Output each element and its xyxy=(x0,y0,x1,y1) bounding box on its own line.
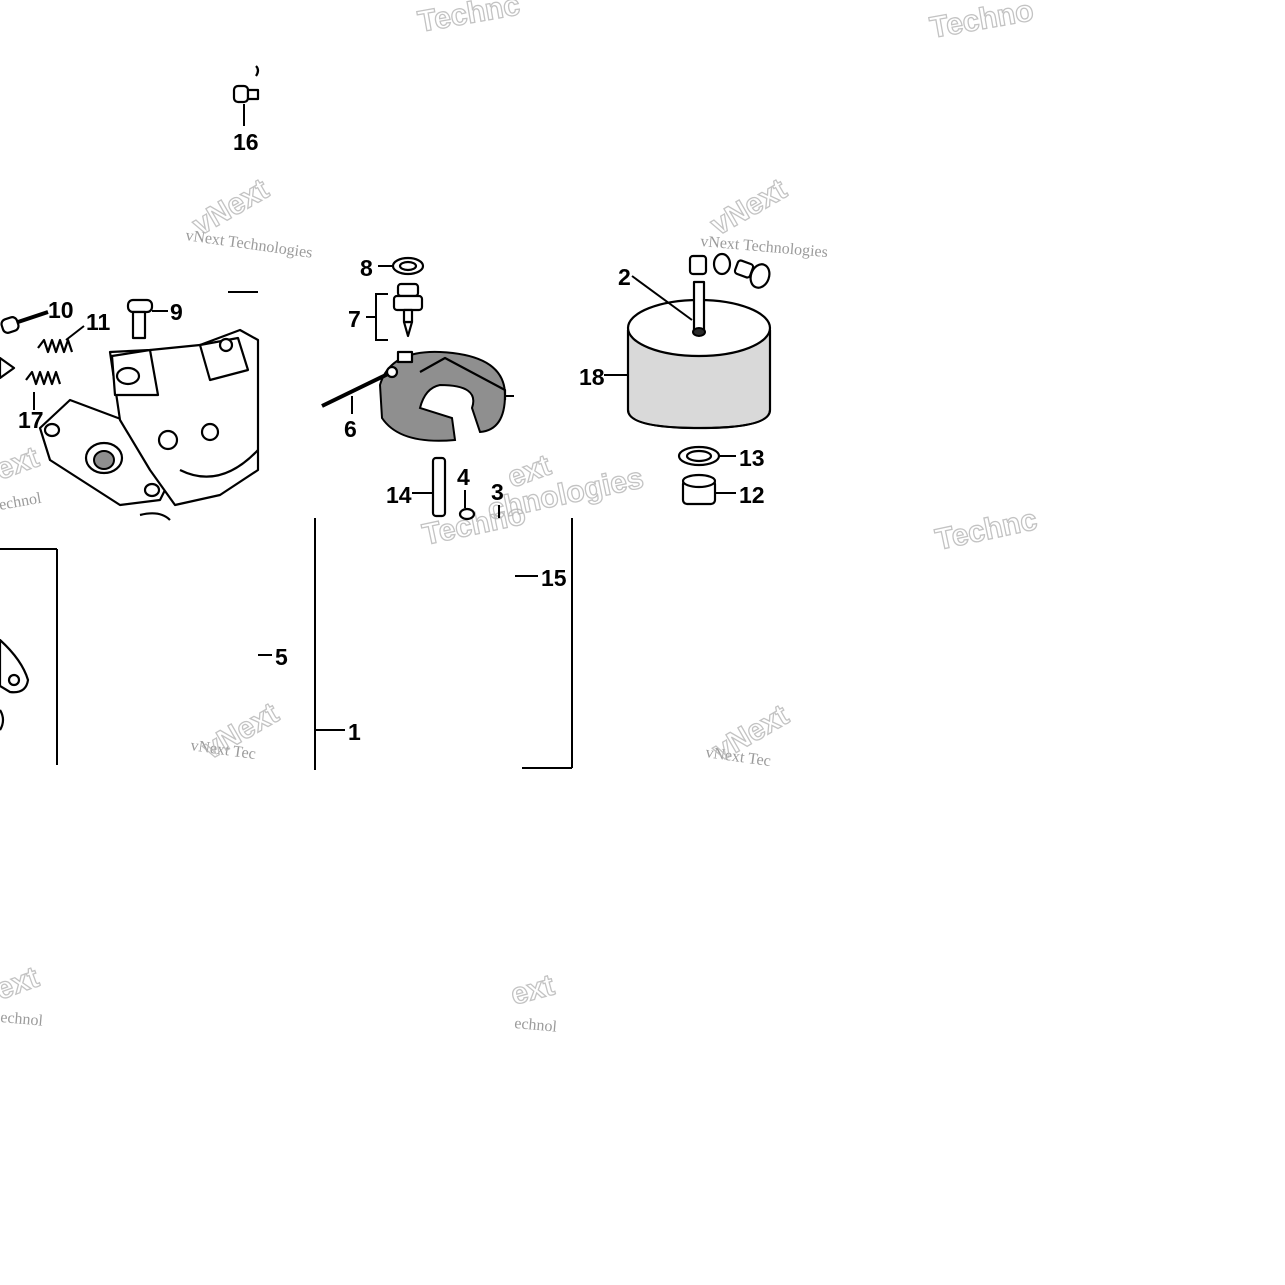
part-9-screw xyxy=(126,298,168,340)
callout-11: 11 xyxy=(86,309,111,335)
watermark-text: ext xyxy=(0,961,43,1007)
watermark-text: ext xyxy=(0,441,43,487)
watermark-text: vNext xyxy=(187,173,274,242)
callout-16: 16 xyxy=(233,129,259,155)
part-4-clip xyxy=(458,490,476,521)
part-2-tube xyxy=(631,275,706,337)
bowl-top-parts xyxy=(688,252,771,289)
callout-3: 3 xyxy=(491,479,504,505)
callout-7: 7 xyxy=(348,306,361,332)
watermark-layer: Technc Techno vNext Technologies vNext T… xyxy=(0,0,1041,1036)
part-12-nut xyxy=(681,473,736,506)
callout-18: 18 xyxy=(579,364,605,390)
part-13-gasket xyxy=(677,445,736,467)
callout-2: 2 xyxy=(618,264,631,290)
watermark-text: echnol xyxy=(0,1009,44,1030)
carburetor-body xyxy=(38,291,260,521)
part-8-washer xyxy=(378,256,425,276)
watermark-text: Technc xyxy=(933,503,1040,557)
callout-6: 6 xyxy=(344,416,357,442)
callout-17: 17 xyxy=(18,407,44,433)
callout-14: 14 xyxy=(386,482,412,508)
watermark-text: Techno xyxy=(927,0,1036,45)
watermark-text: Technc xyxy=(415,0,522,39)
watermark-text: ext xyxy=(507,969,557,1012)
callout-15: 15 xyxy=(541,565,567,591)
float-assembly xyxy=(321,350,514,442)
callout-9: 9 xyxy=(170,299,183,325)
callout-13: 13 xyxy=(739,445,765,471)
assembly-brackets xyxy=(258,518,573,770)
part-14-needle xyxy=(412,456,447,518)
part-7-valve-seat xyxy=(366,282,424,341)
part-17-spring xyxy=(0,356,62,410)
callout-1: 1 xyxy=(348,719,361,745)
callout-10: 10 xyxy=(48,297,74,323)
part-11-spring xyxy=(37,325,85,354)
inset-box xyxy=(0,548,58,765)
callout-4: 4 xyxy=(457,464,470,490)
callout-8: 8 xyxy=(360,255,373,281)
callout-5: 5 xyxy=(275,644,288,670)
watermark-text: vNext xyxy=(705,173,792,242)
part-16-screw xyxy=(232,65,260,126)
watermark-text: echnol xyxy=(514,1015,559,1036)
part-10-screw xyxy=(0,310,49,334)
watermark-text: echnol xyxy=(0,490,43,514)
callout-12: 12 xyxy=(739,482,765,508)
part-18-float-bowl xyxy=(604,298,772,430)
